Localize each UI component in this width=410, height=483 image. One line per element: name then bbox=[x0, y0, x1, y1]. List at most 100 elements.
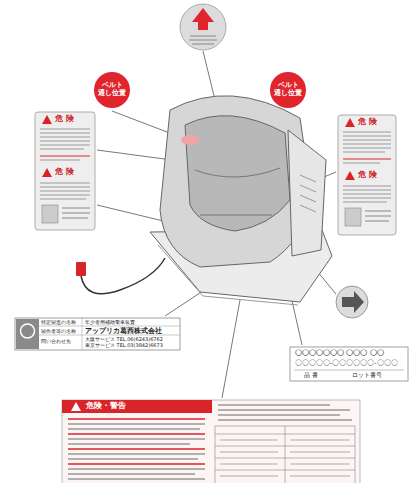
label-ground bbox=[15, 318, 180, 350]
fine-print-line bbox=[40, 136, 90, 137]
label-heading: 〇〇〇〇〇〇〇 〇〇〇 〇〇 bbox=[295, 350, 384, 357]
vent bbox=[300, 185, 316, 192]
warning-sticker: 危 険危 険 bbox=[35, 112, 95, 230]
table-rule bbox=[39, 335, 180, 336]
vent bbox=[300, 205, 316, 212]
manufacturer-label: 特定製造の名称年少者用補助乗車装置製作者等の名称アップリカ葛西株式会社問い合わせ… bbox=[15, 318, 180, 350]
car-seat bbox=[150, 96, 332, 305]
label-text: 年少者用補助乗車装置 bbox=[85, 320, 135, 326]
badge-fine-print bbox=[189, 36, 217, 44]
fine-print-line bbox=[365, 220, 389, 221]
seat-pictogram bbox=[345, 208, 361, 226]
fine-print-line bbox=[40, 186, 90, 187]
fine-print-line bbox=[218, 414, 340, 415]
fine-print-line bbox=[343, 158, 391, 159]
belt-route-mark bbox=[181, 135, 199, 145]
label-heading: 危 険 bbox=[358, 171, 377, 179]
fine-print-line bbox=[40, 140, 90, 141]
belt-route-badge: ベルト 通し位置 bbox=[270, 72, 306, 108]
warning-triangle bbox=[42, 115, 52, 124]
fine-print-line bbox=[68, 438, 205, 439]
fine-print-line bbox=[68, 473, 195, 474]
table-frame bbox=[215, 426, 355, 483]
fine-print-line bbox=[365, 210, 391, 211]
fine-print-line bbox=[218, 404, 330, 405]
label-text: 製作者等の名称 bbox=[41, 329, 76, 335]
orientation-badge bbox=[180, 4, 226, 50]
label-text: 〇〇〇〇〇-〇〇〇〇〇〇-〇〇〇 bbox=[295, 360, 398, 367]
label-heading: 危 険 bbox=[358, 118, 377, 126]
fine-print-line bbox=[343, 185, 391, 186]
side-wing bbox=[288, 130, 326, 256]
fine-print-line bbox=[343, 189, 391, 190]
fine-print-line bbox=[343, 201, 387, 202]
fine-print-line bbox=[220, 440, 278, 441]
badge-label: ベルト 通し位置 bbox=[273, 82, 303, 97]
label-text: 大阪サービス TEL.06(6243)6762 bbox=[85, 337, 163, 343]
warning-triangle bbox=[345, 118, 355, 127]
fine-print-line bbox=[343, 139, 391, 140]
fine-print-line bbox=[290, 464, 350, 465]
warning-label: 危険・警告 bbox=[62, 400, 360, 483]
vent bbox=[300, 175, 316, 182]
fine-print-line bbox=[40, 182, 90, 183]
fine-print-line bbox=[189, 40, 217, 41]
label-text: ロット番号 bbox=[352, 372, 382, 378]
label-text: 問い合わせ先 bbox=[41, 339, 71, 345]
warning-triangle bbox=[71, 402, 81, 411]
fine-print-line bbox=[220, 452, 278, 453]
label-heading: アップリカ葛西株式会社 bbox=[85, 328, 162, 336]
red-arrow bbox=[192, 8, 214, 30]
fine-print-line bbox=[68, 423, 205, 424]
leader-line bbox=[203, 51, 215, 100]
table-fine-print bbox=[220, 440, 350, 476]
fine-print-line bbox=[343, 131, 391, 132]
label-heading: 危 険 bbox=[55, 115, 74, 123]
fine-print-line bbox=[62, 217, 88, 218]
fine-print-line bbox=[343, 197, 391, 198]
fine-print-line bbox=[40, 159, 80, 160]
wing-vents bbox=[300, 175, 316, 212]
belt-route-badge: ベルト 通し位置 bbox=[94, 72, 130, 108]
table-rule bbox=[39, 326, 180, 327]
label-text: 品 番 bbox=[304, 372, 318, 378]
fine-print-line bbox=[218, 419, 352, 420]
label-text: 東京サービス TEL.03(3842)6673 bbox=[85, 343, 163, 349]
warning-triangle bbox=[42, 168, 52, 177]
fine-print-line bbox=[68, 448, 205, 449]
fine-print-line bbox=[68, 453, 205, 454]
fine-print-line bbox=[343, 143, 391, 144]
table-rule bbox=[82, 318, 83, 350]
label-ground bbox=[290, 347, 408, 381]
fine-print-line bbox=[68, 468, 205, 469]
sticker-ground bbox=[35, 112, 95, 230]
fine-print-line bbox=[68, 463, 205, 464]
fine-print-line bbox=[68, 428, 200, 429]
leader-line bbox=[222, 300, 240, 398]
fine-print-line bbox=[40, 148, 84, 149]
seat-pictogram bbox=[42, 205, 58, 223]
manufacturer-label bbox=[15, 318, 180, 350]
fine-print-line bbox=[190, 36, 216, 37]
vent bbox=[300, 195, 316, 202]
fine-print-line bbox=[40, 194, 90, 195]
fine-print-line bbox=[343, 193, 391, 194]
product-label bbox=[290, 347, 408, 381]
fine-print-line bbox=[220, 476, 278, 477]
badge-label: ベルト 通し位置 bbox=[97, 82, 127, 97]
fine-print bbox=[68, 405, 352, 479]
fine-print-line bbox=[40, 155, 90, 156]
certification-mark bbox=[21, 324, 35, 338]
fine-print-line bbox=[192, 44, 214, 45]
warning-sticker-left bbox=[35, 112, 95, 230]
fine-print-line bbox=[68, 418, 205, 419]
fine-print-line bbox=[62, 212, 90, 213]
fine-print-line bbox=[218, 409, 350, 410]
tag-cord bbox=[81, 258, 165, 294]
fine-print bbox=[343, 132, 391, 226]
fine-print-line bbox=[343, 151, 385, 152]
fine-print bbox=[40, 129, 90, 223]
fine-print-line bbox=[290, 476, 350, 477]
